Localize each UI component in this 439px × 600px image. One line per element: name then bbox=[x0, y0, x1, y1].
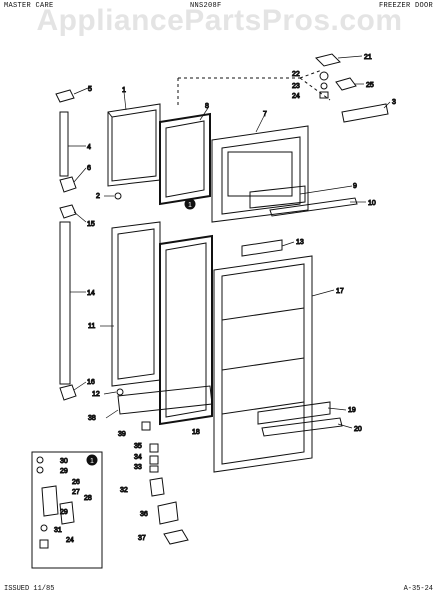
inset-marker bbox=[184, 198, 196, 210]
callout-29-a: 29 bbox=[60, 468, 68, 475]
hinge-plate bbox=[335, 77, 357, 91]
model-number: NNS208F bbox=[190, 2, 222, 10]
bottom-hinge-bracket bbox=[59, 384, 77, 401]
callout-22: 22 bbox=[292, 71, 300, 78]
callout-24: 24 bbox=[292, 93, 300, 100]
screw bbox=[114, 192, 122, 200]
callout-12: 12 bbox=[92, 391, 100, 398]
washer bbox=[319, 71, 329, 81]
callout-19: 19 bbox=[348, 407, 356, 414]
hardware-inset-box bbox=[31, 451, 103, 569]
section-title: FREEZER DOOR bbox=[378, 2, 433, 10]
callout-17: 17 bbox=[336, 288, 344, 295]
callout-10: 10 bbox=[368, 200, 376, 207]
callout-30: 30 bbox=[60, 458, 68, 465]
callout-11: 11 bbox=[88, 323, 95, 330]
leader-lines bbox=[68, 55, 391, 429]
callout-35: 35 bbox=[134, 443, 142, 450]
callout-18: 18 bbox=[192, 429, 200, 436]
callout-14: 14 bbox=[87, 290, 95, 297]
callout-28: 28 bbox=[84, 495, 92, 502]
top-hinge bbox=[315, 53, 341, 67]
bottom-plate bbox=[117, 385, 213, 415]
upper-rail bbox=[269, 197, 358, 217]
spacer bbox=[320, 82, 328, 90]
upper-door-gasket bbox=[159, 112, 211, 206]
callout-33: 33 bbox=[134, 464, 142, 471]
upper-shelf bbox=[249, 185, 306, 209]
page-header: MASTER CARE NNS208F FREEZER DOOR bbox=[0, 2, 439, 14]
hinge-plate bbox=[59, 501, 75, 525]
callout-20: 20 bbox=[354, 426, 362, 433]
callout-9: 9 bbox=[353, 183, 357, 190]
callout-31: 31 bbox=[54, 527, 62, 534]
callout-38: 38 bbox=[88, 415, 96, 422]
issued-date: ISSUED 11/85 bbox=[4, 585, 55, 593]
callout-13: 13 bbox=[296, 239, 304, 246]
pin bbox=[149, 443, 159, 453]
hinge-mount bbox=[157, 501, 179, 525]
callout-16: 16 bbox=[87, 379, 95, 386]
spacer bbox=[149, 455, 159, 465]
inset-marker-label: 1 bbox=[188, 202, 192, 209]
callout-15: 15 bbox=[87, 221, 95, 228]
upper-hinge-strip bbox=[59, 111, 69, 177]
brand-label: MASTER CARE bbox=[4, 2, 54, 10]
upper-door-frame bbox=[107, 103, 161, 187]
callout-1: 1 bbox=[122, 87, 126, 94]
upper-door-liner bbox=[211, 125, 309, 223]
page-code: A-35-24 bbox=[403, 585, 433, 593]
door-handle-strip bbox=[341, 103, 389, 123]
callout-26: 26 bbox=[72, 479, 80, 486]
lower-rail bbox=[261, 417, 343, 437]
callout-25: 25 bbox=[366, 82, 374, 89]
callout-6: 6 bbox=[87, 165, 91, 172]
callout-37: 37 bbox=[138, 535, 146, 542]
watermark-text: AppliancePartsPros.com bbox=[36, 4, 403, 37]
screw bbox=[116, 388, 124, 396]
washer bbox=[36, 466, 44, 474]
bushing bbox=[39, 539, 49, 549]
bolt bbox=[36, 456, 44, 464]
callout-4: 4 bbox=[87, 144, 91, 151]
lower-shelf bbox=[257, 401, 331, 425]
callout-34: 34 bbox=[134, 454, 142, 461]
plug bbox=[141, 421, 151, 431]
callout-2: 2 bbox=[96, 193, 100, 200]
door-bar bbox=[241, 239, 283, 257]
bottom-hinge bbox=[163, 529, 189, 545]
washer bbox=[149, 465, 159, 473]
callout-39: 39 bbox=[118, 431, 126, 438]
callout-36: 36 bbox=[140, 511, 148, 518]
alignment-lines bbox=[177, 69, 331, 106]
callout-32: 32 bbox=[120, 487, 128, 494]
callout-5: 5 bbox=[88, 86, 92, 93]
washer bbox=[40, 524, 48, 532]
top-hinge-cap bbox=[55, 89, 75, 103]
callout-8: 8 bbox=[205, 103, 209, 110]
page-footer: ISSUED 11/85 A-35-24 bbox=[0, 585, 439, 597]
bushing bbox=[319, 91, 329, 99]
hinge-bracket bbox=[59, 176, 77, 193]
callout-3: 3 bbox=[392, 99, 396, 106]
inset-marker bbox=[86, 454, 98, 466]
inset-marker-label: 1 bbox=[90, 458, 94, 465]
lower-door-liner bbox=[213, 255, 313, 473]
hinge-pin-bracket bbox=[41, 485, 59, 517]
callout-21: 21 bbox=[364, 54, 372, 61]
lower-door-frame bbox=[111, 221, 161, 387]
callout-23: 23 bbox=[292, 83, 300, 90]
callout-29-b: 29 bbox=[60, 509, 68, 516]
lower-door-gasket bbox=[159, 234, 213, 426]
center-hinge-bracket bbox=[149, 477, 165, 497]
callout-24-b: 24 bbox=[66, 537, 74, 544]
lower-hinge-cap bbox=[59, 204, 77, 219]
lower-hinge-strip bbox=[59, 221, 71, 385]
callout-27: 27 bbox=[72, 489, 80, 496]
callout-7: 7 bbox=[263, 111, 267, 118]
